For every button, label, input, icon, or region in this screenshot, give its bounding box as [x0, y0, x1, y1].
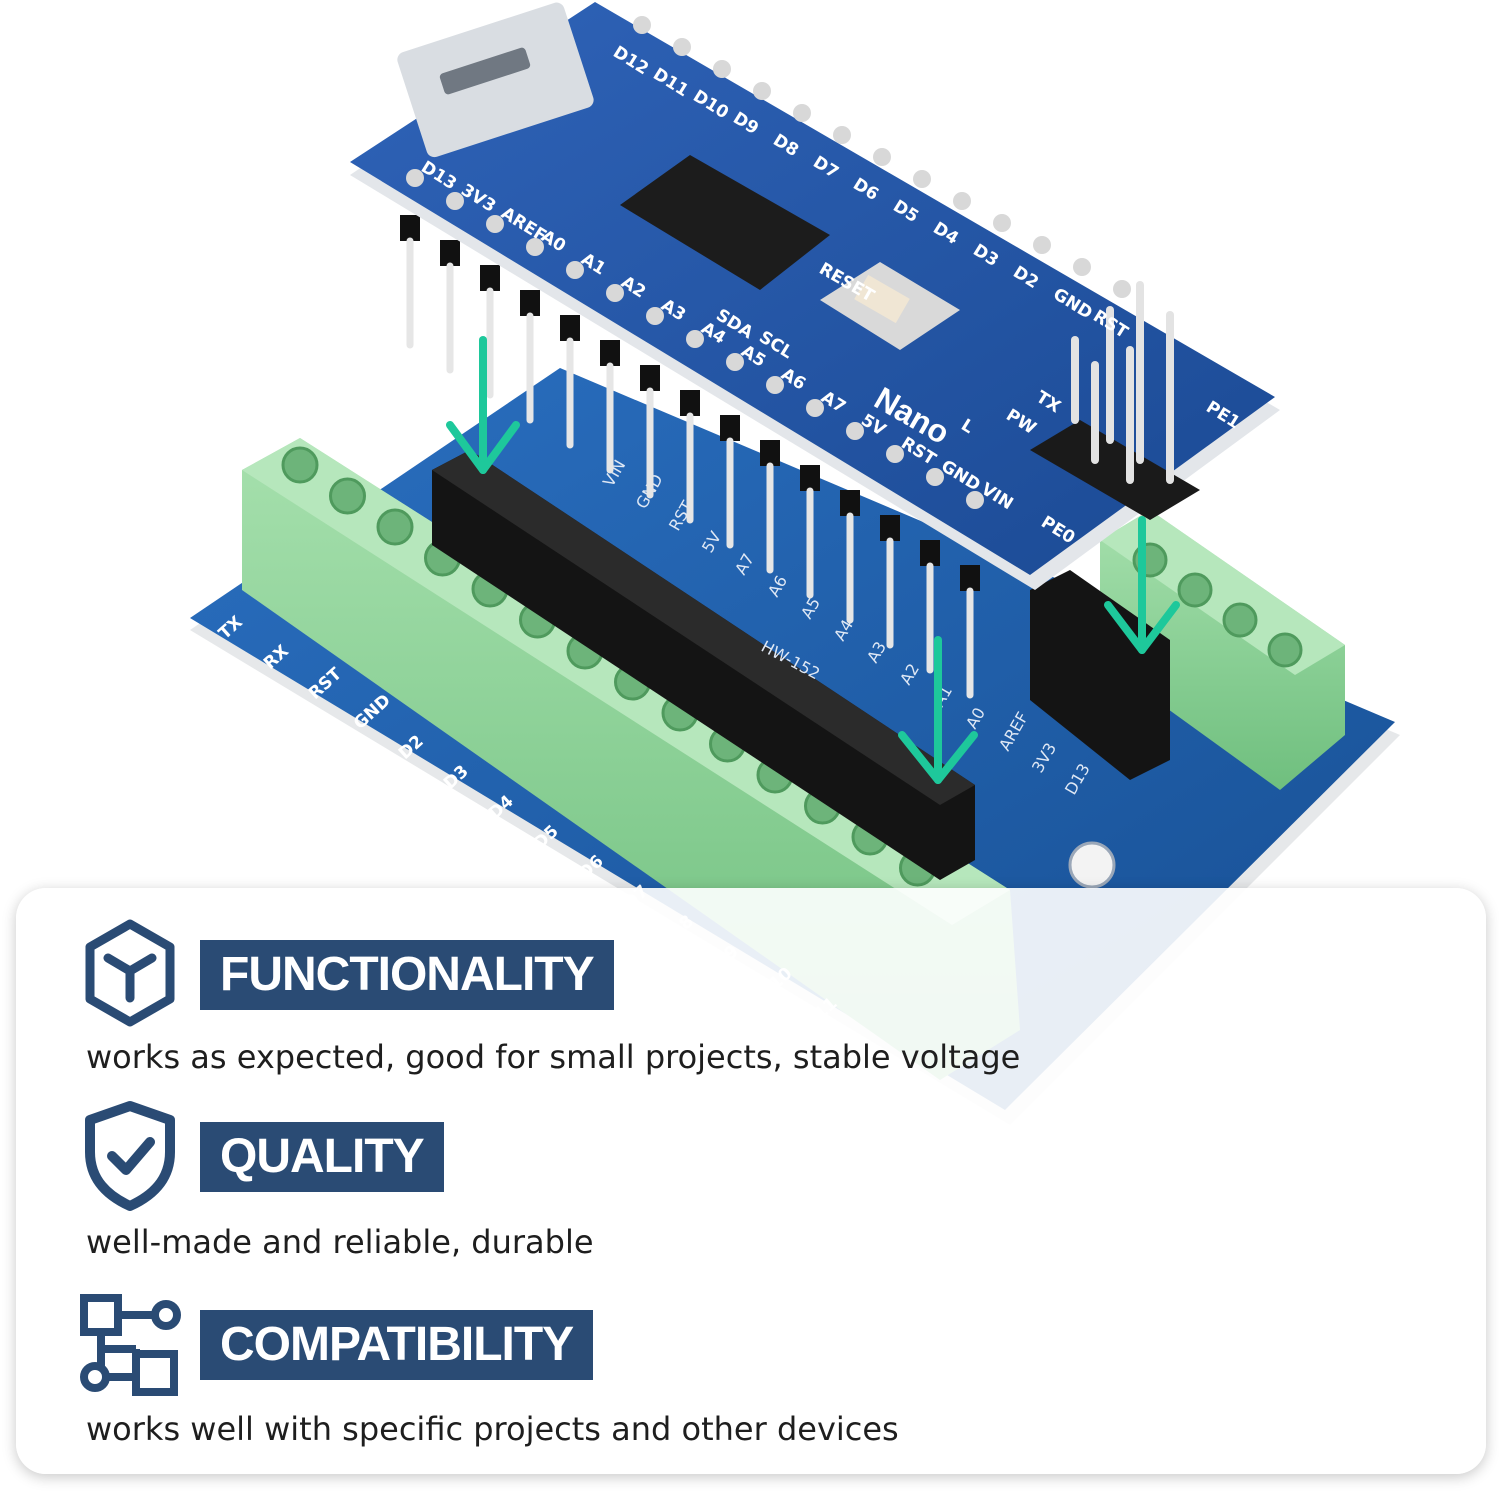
arrow-down-icon	[446, 336, 520, 474]
feature-description: works as expected, good for small projec…	[86, 1038, 1021, 1076]
feature-description: works well with specific projects and ot…	[86, 1410, 899, 1448]
feature-card: FUNCTIONALITY works as expected, good fo…	[16, 888, 1486, 1474]
product-photo: TXRXRSTGNDD2D3D4D5D6D7D8D9D10D11 VINGNDR…	[190, 2, 1400, 1125]
usb-port	[397, 2, 594, 158]
female-header-left	[432, 450, 975, 880]
nano-pin-rows	[400, 215, 980, 699]
arrow-down-icon	[898, 636, 978, 784]
screw-terminal	[329, 477, 366, 515]
screw-terminal	[281, 446, 319, 484]
female-header-right	[1030, 570, 1170, 780]
icsp-header	[1030, 420, 1200, 520]
screw-terminal	[376, 508, 414, 546]
nano-board: RESET Nano	[350, 2, 1280, 590]
feature-title: FUNCTIONALITY	[200, 940, 614, 1010]
shield-check-icon	[85, 1101, 175, 1211]
microcontroller-chip	[620, 155, 830, 290]
arrow-down-icon	[1104, 516, 1180, 654]
flowchart-icon	[80, 1294, 181, 1396]
insert-arrows	[446, 336, 1180, 784]
feature-title: COMPATIBILITY	[200, 1310, 594, 1380]
feature-title: QUALITY	[200, 1122, 444, 1192]
feature-description: well-made and reliable, durable	[86, 1223, 594, 1261]
terminal-block-right	[1100, 510, 1345, 790]
cube-icon	[85, 919, 175, 1027]
